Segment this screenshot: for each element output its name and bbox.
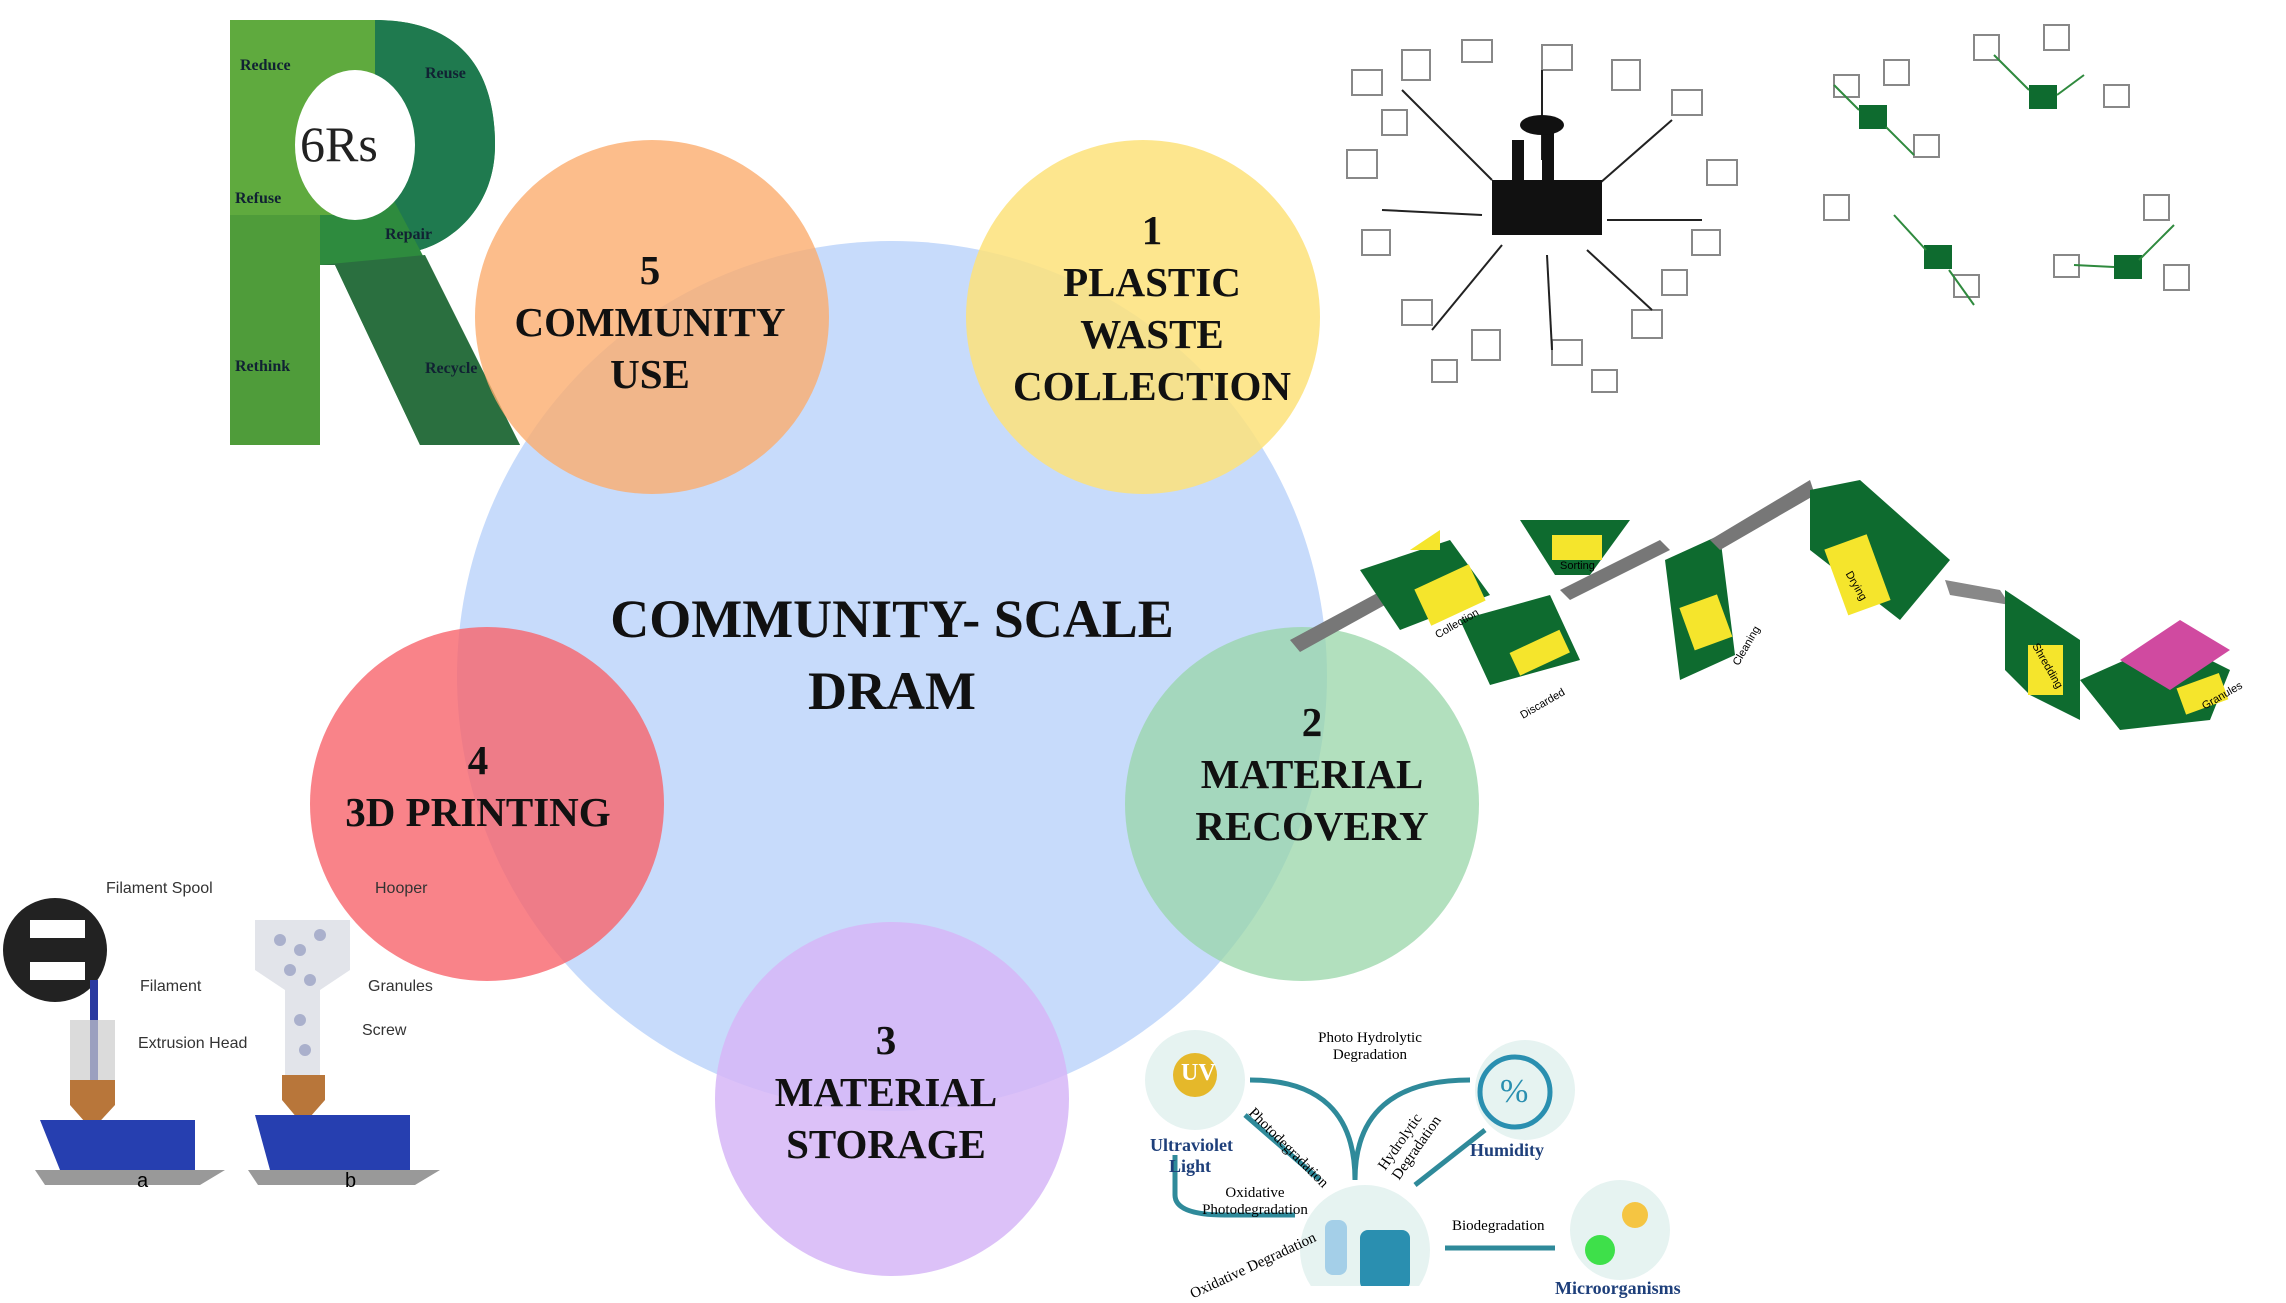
stage-text: MATERIAL [774, 1069, 998, 1115]
r-item: Recycle [425, 360, 478, 377]
degradation-process: Photo Hydrolytic Degradation [1318, 1030, 1422, 1063]
degradation-source: % [1500, 1073, 1529, 1110]
stage-text: 3D PRINTING [345, 789, 611, 835]
stage-5-label: 5 COMMUNITY USE [514, 244, 785, 400]
stage-number: 1 [1141, 207, 1163, 253]
stage-number: 4 [467, 737, 489, 783]
stage-4-circle [310, 627, 664, 981]
six-rs-logo [230, 20, 520, 445]
stage-number: 5 [639, 247, 661, 293]
r-item: Rethink [235, 358, 291, 375]
printing-label: Granules [368, 978, 433, 995]
stage-text: RECOVERY [1195, 803, 1429, 849]
stage-text: COLLECTION [1013, 363, 1291, 409]
3d-printing-illustration [3, 898, 440, 1185]
degradation-process: Biodegradation [1452, 1218, 1545, 1234]
center-title-line: COMMUNITY- SCALE [610, 589, 1174, 649]
recovery-conveyor-illustration [1290, 480, 2230, 730]
conveyor-step: Sorting [1560, 560, 1595, 572]
printing-caption: a [137, 1170, 149, 1192]
printing-label: Hooper [375, 880, 428, 897]
stage-2-label: 2 MATERIAL RECOVERY [1195, 696, 1428, 852]
decentralized-collection-illustration [1823, 24, 2190, 306]
stage-5-circle [475, 140, 829, 494]
printing-label: Filament [140, 978, 202, 995]
center-title: COMMUNITY- SCALE DRAM [610, 583, 1174, 727]
center-title-line: DRAM [808, 661, 976, 721]
printing-label: Extrusion Head [138, 1035, 248, 1052]
degradation-process: Oxidative Photodegradation [1202, 1185, 1308, 1218]
degradation-illustration [1145, 1030, 1670, 1286]
degradation-source: Humidity [1470, 1140, 1545, 1160]
stage-3-circle [715, 922, 1069, 1276]
stage-1-label: 1 PLASTIC WASTE COLLECTION [1013, 204, 1291, 412]
stage-text: COMMUNITY [514, 299, 786, 345]
stage-text: PLASTIC [1063, 259, 1241, 305]
degradation-source: Microorganisms [1555, 1278, 1681, 1298]
six-rs-title: 6Rs [300, 116, 378, 172]
degradation-source: UV [1181, 1060, 1216, 1086]
stage-1-circle [966, 140, 1320, 494]
stage-text: STORAGE [786, 1121, 986, 1167]
r-item: Reduce [240, 57, 291, 74]
stage-3-label: 3 MATERIAL STORAGE [775, 1014, 997, 1170]
printing-label: Screw [362, 1022, 407, 1039]
centralized-collection-illustration [1346, 39, 1738, 393]
r-item: Refuse [235, 190, 282, 207]
stage-text: WASTE [1080, 311, 1224, 357]
r-item: Reuse [425, 65, 466, 82]
stage-text: USE [610, 351, 690, 397]
stage-2-circle [1125, 627, 1479, 981]
stage-number: 2 [1301, 699, 1323, 745]
stage-number: 3 [875, 1017, 897, 1063]
degradation-source: Ultraviolet Light [1150, 1135, 1233, 1176]
printing-label: Filament Spool [106, 880, 213, 897]
printing-caption: b [345, 1170, 357, 1192]
stage-text: MATERIAL [1200, 751, 1424, 797]
stage-4-label: 4 3D PRINTING [345, 734, 610, 838]
r-item: Repair [385, 226, 433, 243]
